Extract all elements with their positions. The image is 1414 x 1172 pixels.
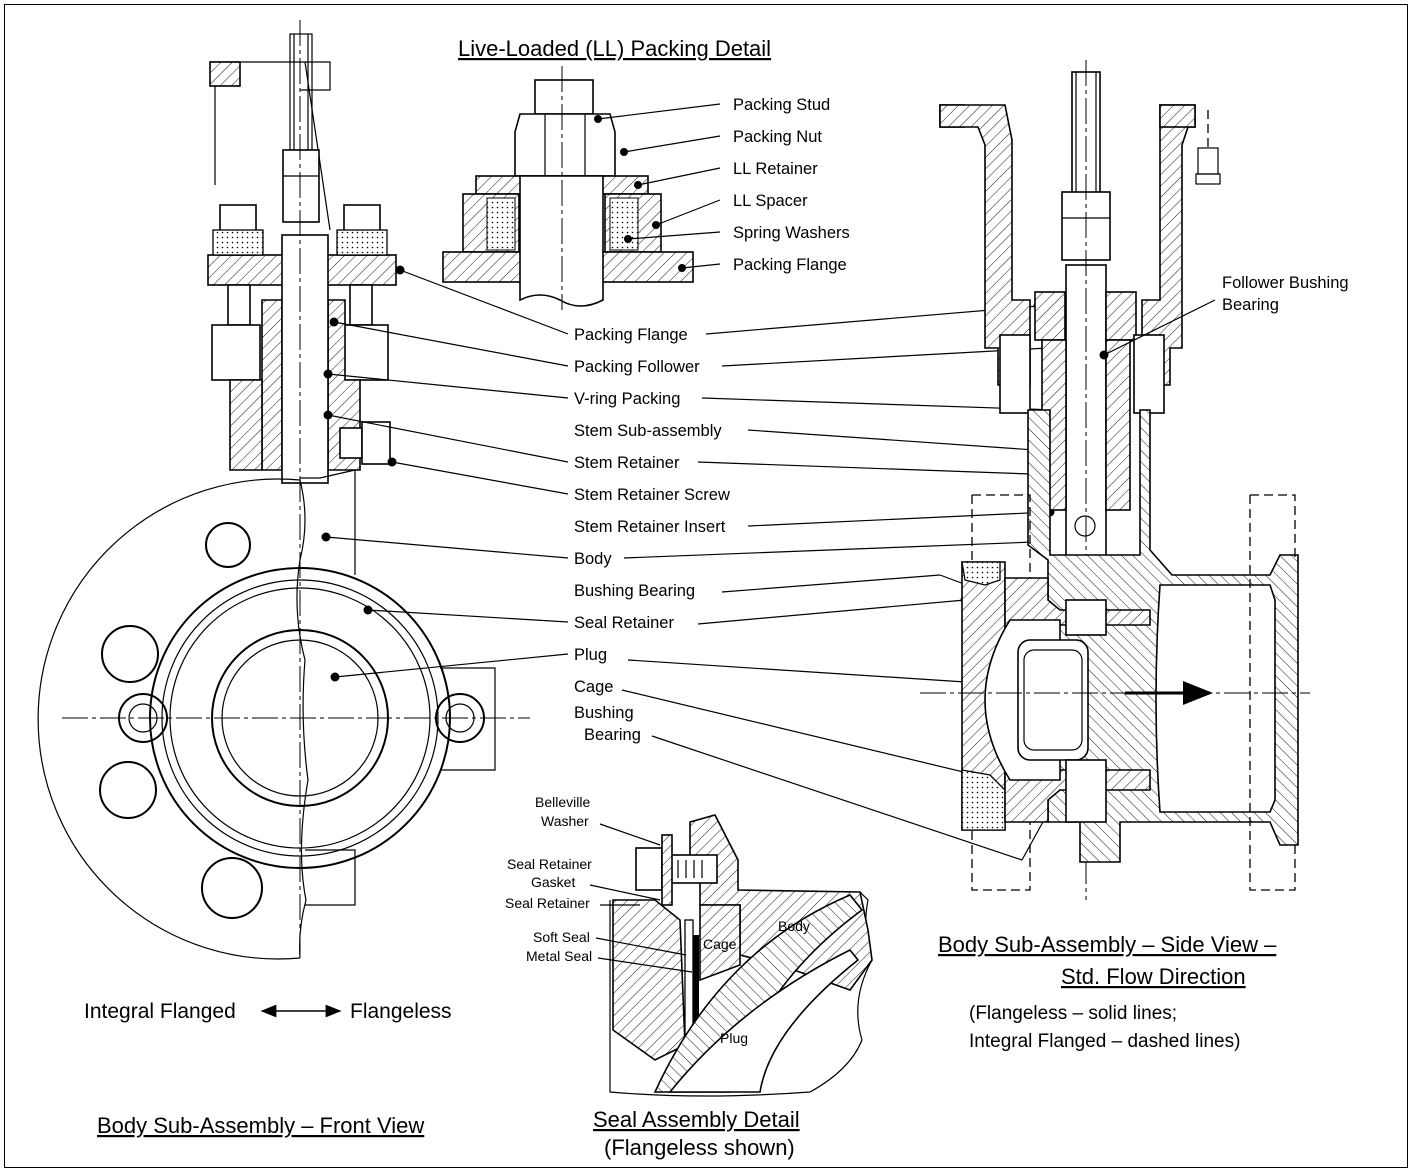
label-body-detail: Body (778, 918, 810, 934)
callout-seal-retainer-detail: Seal Retainer (505, 895, 590, 911)
callout-ll-spacer: LL Spacer (733, 192, 808, 210)
ll-packing-detail: Live-Loaded (LL) Packing Detail Packing … (442, 36, 850, 310)
callout-stem-sub-assembly: Stem Sub-assembly (574, 422, 722, 440)
side-view-title-line1: Body Sub-Assembly – Side View – (938, 932, 1277, 957)
callout-spring-washers: Spring Washers (733, 224, 850, 242)
seal-assembly-detail: Belleville Washer Seal Retainer Gasket S… (505, 794, 873, 1160)
callout-stem-retainer-screw: Stem Retainer Screw (574, 486, 730, 504)
front-view: Integral Flanged Flangeless Body Sub-Ass… (37, 20, 530, 1138)
callout-soft-seal: Soft Seal (533, 929, 590, 945)
callout-packing-flange-ll: Packing Flange (733, 256, 847, 274)
callout-body: Body (574, 550, 612, 568)
ll-detail-title: Live-Loaded (LL) Packing Detail (458, 36, 771, 61)
side-view-note-line2: Integral Flanged – dashed lines) (969, 1031, 1240, 1052)
callout-packing-follower: Packing Follower (574, 358, 700, 376)
callout-packing-stud: Packing Stud (733, 96, 830, 114)
flangeless-label: Flangeless (350, 1000, 452, 1023)
callout-packing-nut: Packing Nut (733, 128, 822, 146)
callout-bearing: Bearing (584, 726, 641, 744)
callout-follower-bushing: Follower Bushing (1222, 274, 1349, 292)
callout-bushing: Bushing (574, 704, 634, 722)
callout-v-ring-packing: V-ring Packing (574, 390, 680, 408)
callout-stem-retainer: Stem Retainer (574, 454, 680, 472)
integral-flanged-label: Integral Flanged (84, 1000, 236, 1023)
callout-gasket-line1: Seal Retainer (507, 856, 592, 872)
side-view-note-line1: (Flangeless – solid lines; (969, 1003, 1177, 1024)
side-view: Follower Bushing Bearing Body Sub-Assemb… (920, 60, 1349, 1052)
drawing-border (4, 4, 1408, 1168)
callout-belleville-line1: Belleville (535, 794, 590, 810)
callout-bushing-bearing: Bushing Bearing (574, 582, 695, 600)
side-view-title-line2: Std. Flow Direction (1061, 964, 1246, 989)
callout-plug: Plug (574, 646, 607, 664)
seal-detail-title: Seal Assembly Detail (593, 1107, 800, 1132)
callout-cage: Cage (574, 678, 613, 696)
callout-packing-flange: Packing Flange (574, 326, 688, 344)
label-plug-detail: Plug (720, 1030, 748, 1046)
front-view-title: Body Sub-Assembly – Front View (97, 1113, 424, 1138)
callout-ll-retainer: LL Retainer (733, 160, 818, 178)
callout-gasket-line2: Gasket (531, 874, 575, 890)
callout-stem-retainer-insert: Stem Retainer Insert (574, 518, 726, 536)
callout-metal-seal: Metal Seal (526, 948, 592, 964)
callout-seal-retainer: Seal Retainer (574, 614, 674, 632)
seal-detail-subtitle: (Flangeless shown) (604, 1135, 795, 1160)
callout-follower-bearing: Bearing (1222, 296, 1279, 314)
callout-belleville-line2: Washer (541, 813, 589, 829)
label-cage-detail: Cage (703, 936, 737, 952)
